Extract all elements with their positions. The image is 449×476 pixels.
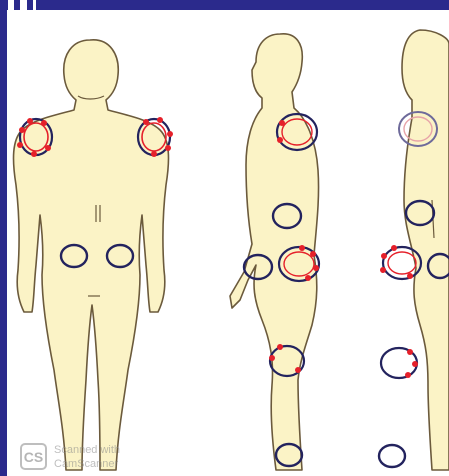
- watermark-line-1: Scanned with: [54, 443, 120, 457]
- back-knee-marker: [381, 348, 418, 378]
- back-ankle-ring: [379, 445, 405, 467]
- watermark-line-2: CamScanner: [54, 457, 120, 471]
- side-body-figure: [230, 34, 319, 470]
- camscanner-logo-icon: CS: [20, 443, 47, 470]
- front-body-figure: [14, 40, 169, 470]
- camscanner-watermark: CS Scanned with CamScanner: [20, 441, 155, 475]
- watermark-text: Scanned with CamScanner: [54, 443, 120, 471]
- back-side-body-figure: [402, 30, 449, 470]
